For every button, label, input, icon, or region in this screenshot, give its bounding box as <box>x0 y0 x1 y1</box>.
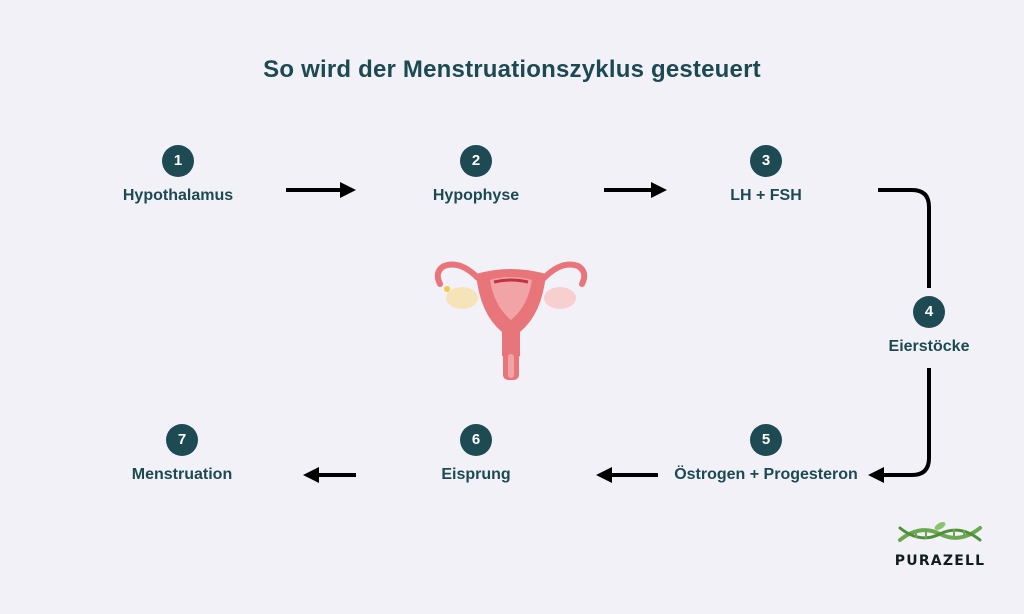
step-number-badge: 4 <box>913 296 945 328</box>
connector-3-to-4 <box>878 188 931 288</box>
arrowhead <box>651 182 667 198</box>
step-label: Eierstöcke <box>888 338 970 355</box>
brand-logo: PURAZELL <box>888 520 992 569</box>
step-oestrogen-progesteron: 5 Östrogen + Progesteron <box>656 424 876 484</box>
step-eierstoecke: 4 Eierstöcke <box>819 296 1024 356</box>
step-eisprung: 6 Eisprung <box>366 424 586 484</box>
step-label: Hypothalamus <box>122 187 234 204</box>
step-label: Eisprung <box>441 466 511 483</box>
step-number-badge: 6 <box>460 424 492 456</box>
step-lh-fsh: 3 LH + FSH <box>656 145 876 205</box>
step-hypophyse: 2 Hypophyse <box>366 145 586 205</box>
step-label: Menstruation <box>131 466 233 483</box>
step-menstruation: 7 Menstruation <box>72 424 292 484</box>
arrowhead <box>868 467 884 483</box>
step-label: LH + FSH <box>730 187 802 204</box>
step-number-badge: 1 <box>162 145 194 177</box>
step-number-badge: 5 <box>750 424 782 456</box>
step-number-badge: 3 <box>750 145 782 177</box>
step-hypothalamus: 1 Hypothalamus <box>68 145 288 205</box>
arrowhead <box>340 182 356 198</box>
uterus-icon <box>434 261 588 380</box>
step-number-badge: 7 <box>166 424 198 456</box>
diagram-title: So wird der Menstruationszyklus gesteuer… <box>263 56 761 83</box>
step-label: Östrogen + Progesteron <box>674 466 858 483</box>
arrowhead <box>596 467 612 483</box>
dna-leaf-icon <box>898 522 982 542</box>
step-number-badge: 2 <box>460 145 492 177</box>
arrowhead <box>303 467 319 483</box>
connector-4-to-5 <box>880 368 931 477</box>
step-label: Hypophyse <box>432 187 520 204</box>
brand-name: PURAZELL <box>894 553 986 569</box>
